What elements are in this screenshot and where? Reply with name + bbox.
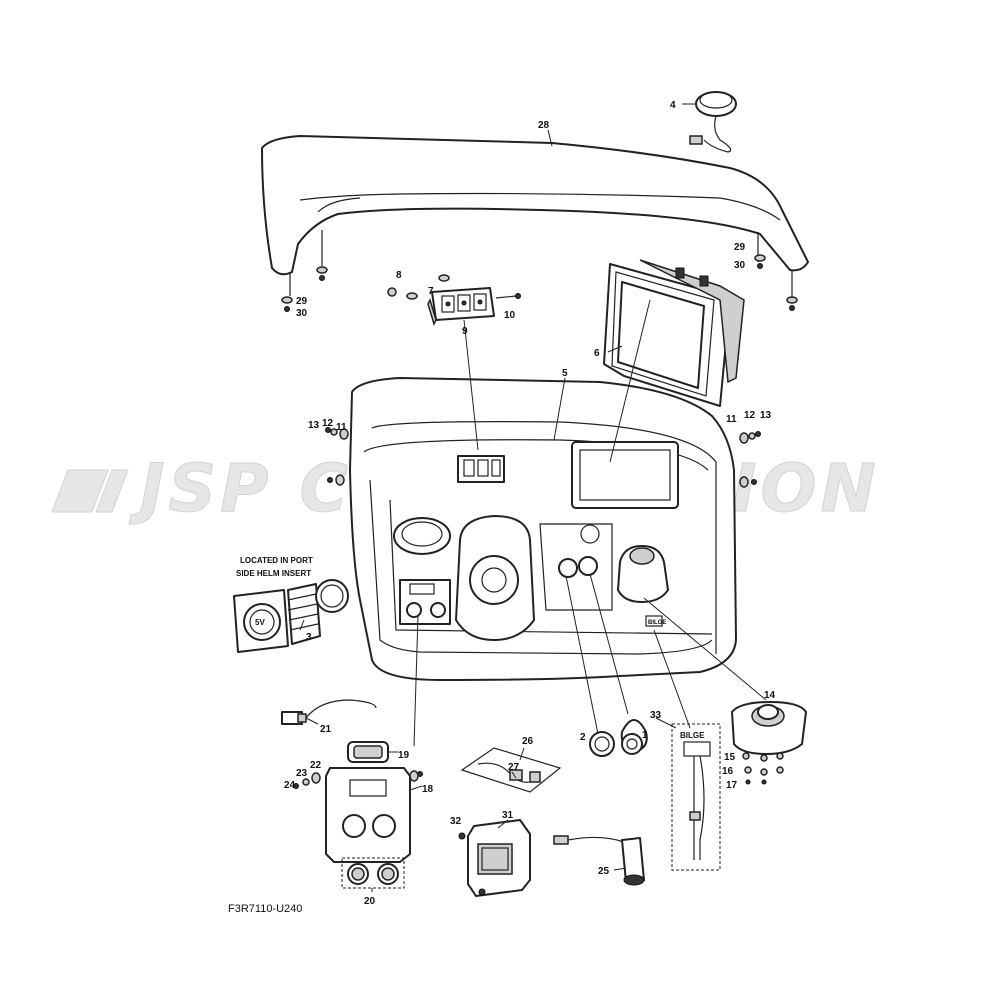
part-11-12-13-fasteners [325,427,761,488]
part-20-knobs[interactable] [341,857,405,889]
callout-23: 23 [296,768,308,779]
callout-19: 19 [398,750,410,761]
port-side-note-line2: SIDE HELM INSERT [236,569,311,578]
callout-18: 18 [422,784,434,795]
part-25-transducer[interactable] [553,835,645,886]
part-26-harness-kit[interactable] [460,747,562,793]
part-2-socket[interactable] [589,731,615,757]
watermark-logo-icon [95,469,129,513]
part-1-socket[interactable] [620,719,648,755]
callout-4: 4 [670,100,676,111]
part-6-display-unit[interactable] [603,259,745,407]
callout-16: 16 [722,766,734,777]
callout-11-right: 11 [726,414,737,425]
part-15-16-17-hardware [742,752,784,785]
callout-labels: 28 4 29 30 29 30 8 7 9 10 6 5 13 12 11 1… [284,100,776,907]
part-19-switch[interactable] [347,741,389,763]
callout-13-left: 13 [308,420,320,431]
callout-29-left: 29 [296,296,308,307]
part-21-wire-harness[interactable] [281,699,377,725]
leader-lines [299,103,767,892]
callout-28: 28 [538,120,550,131]
callout-26: 26 [522,736,534,747]
bilge-switch-text: BILGE [648,620,666,626]
part-33-bilge-harness[interactable]: BILGE [671,723,721,871]
callout-12-left: 12 [322,418,334,429]
callout-6: 6 [594,348,600,359]
part-5-helm-panel[interactable]: BILGE [349,377,737,681]
part-29-30-fasteners [281,254,798,312]
part-18-switch-plate[interactable] [325,767,411,863]
callout-21: 21 [320,724,332,735]
callout-7: 7 [428,286,434,297]
callout-10: 10 [504,310,516,321]
callout-20: 20 [364,896,376,907]
callout-5: 5 [562,368,568,379]
part-22-23-24-fasteners [293,770,423,789]
diagram-code: F3R7110-U240 [228,903,302,915]
callout-29-right: 29 [734,242,746,253]
callout-30-left: 30 [296,308,308,319]
callout-1: 1 [642,730,648,741]
callout-8: 8 [396,270,402,281]
part-28-helm-top-cover[interactable] [261,135,809,298]
part-31-control-module[interactable] [458,819,531,897]
part-14-joystick[interactable] [731,701,807,755]
callout-3: 3 [306,632,312,643]
callout-32: 32 [450,816,462,827]
callout-12-right: 12 [744,410,756,421]
callout-9: 9 [462,326,468,337]
callout-14: 14 [764,690,776,701]
callout-2: 2 [580,732,586,743]
callout-24: 24 [284,780,296,791]
part-7-8-10-hardware [387,274,521,300]
callout-15: 15 [724,752,736,763]
callout-22: 22 [310,760,322,771]
callout-13-right: 13 [760,410,772,421]
part-9-switch-panel[interactable] [427,287,495,327]
callout-17: 17 [726,780,738,791]
port-side-note-line1: LOCATED IN PORT [240,556,313,565]
callout-33: 33 [650,710,662,721]
socket-text: 5V [255,618,265,627]
port-side-note: LOCATED IN PORT SIDE HELM INSERT [236,556,313,578]
callout-11-left: 11 [336,422,347,433]
part-4-gps-antenna[interactable] [689,91,737,153]
bilge-label: BILGE [680,731,705,740]
callout-25: 25 [598,866,610,877]
callout-30-right: 30 [734,260,746,271]
callout-27: 27 [508,762,520,773]
watermark-logo-icon [51,469,109,513]
callout-31: 31 [502,810,514,821]
part-3-usb-socket[interactable]: 5V [233,579,349,653]
